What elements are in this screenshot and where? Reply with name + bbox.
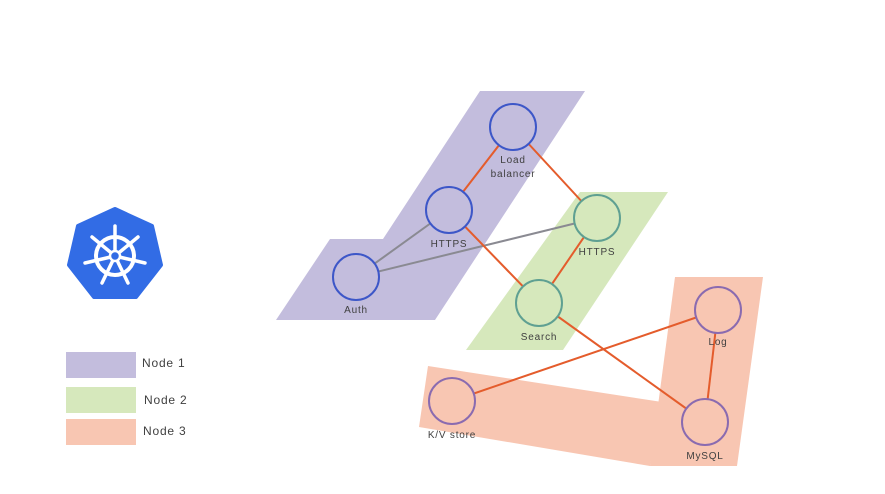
legend-label-node-1: Node 1: [142, 356, 186, 370]
services: [332, 103, 742, 446]
label-search: Search: [521, 332, 558, 343]
label-load-balancer-line1: Load: [500, 155, 525, 166]
service-https-node1[interactable]: [425, 186, 473, 234]
label-log: Log: [708, 337, 727, 348]
service-mysql[interactable]: [681, 398, 729, 446]
legend-item-node-1: Node 1: [66, 352, 266, 378]
label-kv-store: K/V store: [428, 430, 476, 441]
kubernetes-helm-icon: [67, 207, 163, 299]
legend-swatch-node-1: [66, 352, 136, 378]
edge-https2-auth: [355, 217, 598, 278]
legend-label-node-2: Node 2: [144, 393, 188, 407]
service-https-node2[interactable]: [573, 194, 621, 242]
legend-item-node-3: Node 3: [66, 419, 266, 445]
label-mysql: MySQL: [686, 451, 723, 462]
label-https-node2: HTTPS: [579, 247, 616, 258]
edge-kv-log: [451, 309, 719, 402]
legend-swatch-node-3: [66, 419, 136, 445]
label-auth: Auth: [344, 305, 368, 316]
label-https-node1: HTTPS: [431, 239, 468, 250]
legend-item-node-2: Node 2: [66, 387, 266, 413]
service-log[interactable]: [694, 286, 742, 334]
legend-swatch-node-2: [66, 387, 136, 413]
service-search[interactable]: [515, 279, 563, 327]
service-load-balancer[interactable]: [489, 103, 537, 151]
service-kv-store[interactable]: [428, 377, 476, 425]
label-load-balancer-line2: balancer: [491, 169, 536, 180]
service-auth[interactable]: [332, 253, 380, 301]
legend-label-node-3: Node 3: [143, 424, 187, 438]
edge-search-mysql: [538, 302, 706, 423]
